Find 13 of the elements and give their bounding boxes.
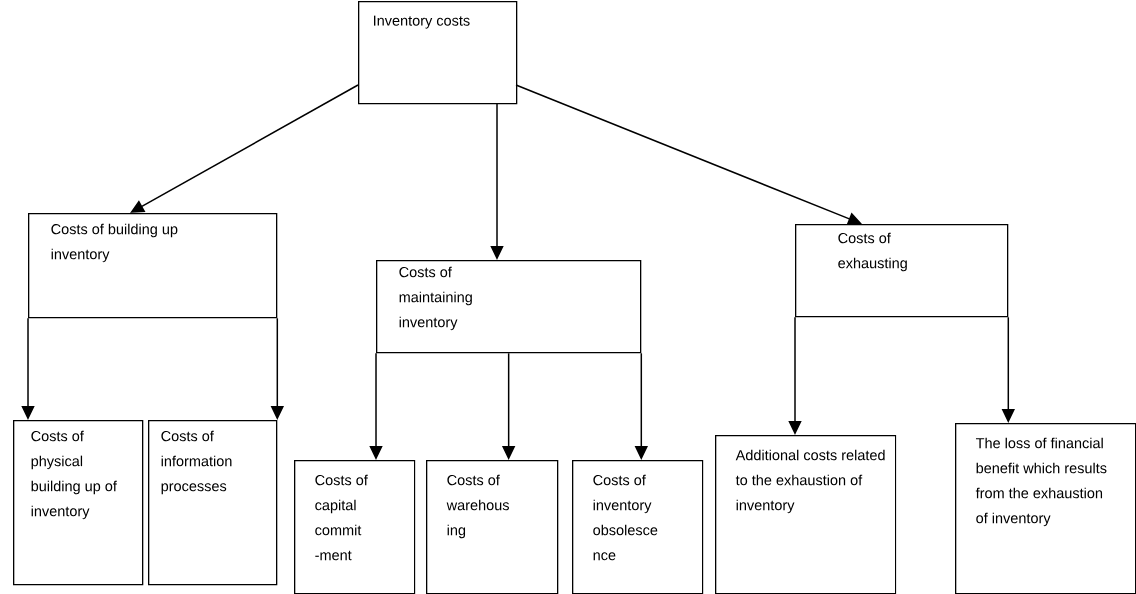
text-box: Costs of building up inventory — [28, 213, 278, 319]
arrow — [130, 84, 359, 213]
text-box: Costs of information processes — [148, 420, 278, 586]
arrow — [515, 84, 862, 225]
text-box: Costs of inventory obsolesce nce — [572, 460, 704, 594]
text-box: Costs of exhausting — [795, 224, 1009, 318]
text-box: Additional costs related to the exhaustion of inventory — [715, 435, 897, 594]
text-box: Costs of maintaining inventory — [376, 260, 642, 354]
text-box: Costs of warehous ing — [426, 460, 559, 594]
text-box: Costs of physical building up of inventory — [13, 420, 144, 586]
text-box: Costs of capital commit -ment — [294, 460, 416, 594]
text-box: The loss of financial benefit which results from the exhaustion of inventory — [955, 423, 1136, 594]
text-box: Inventory costs — [358, 1, 518, 105]
